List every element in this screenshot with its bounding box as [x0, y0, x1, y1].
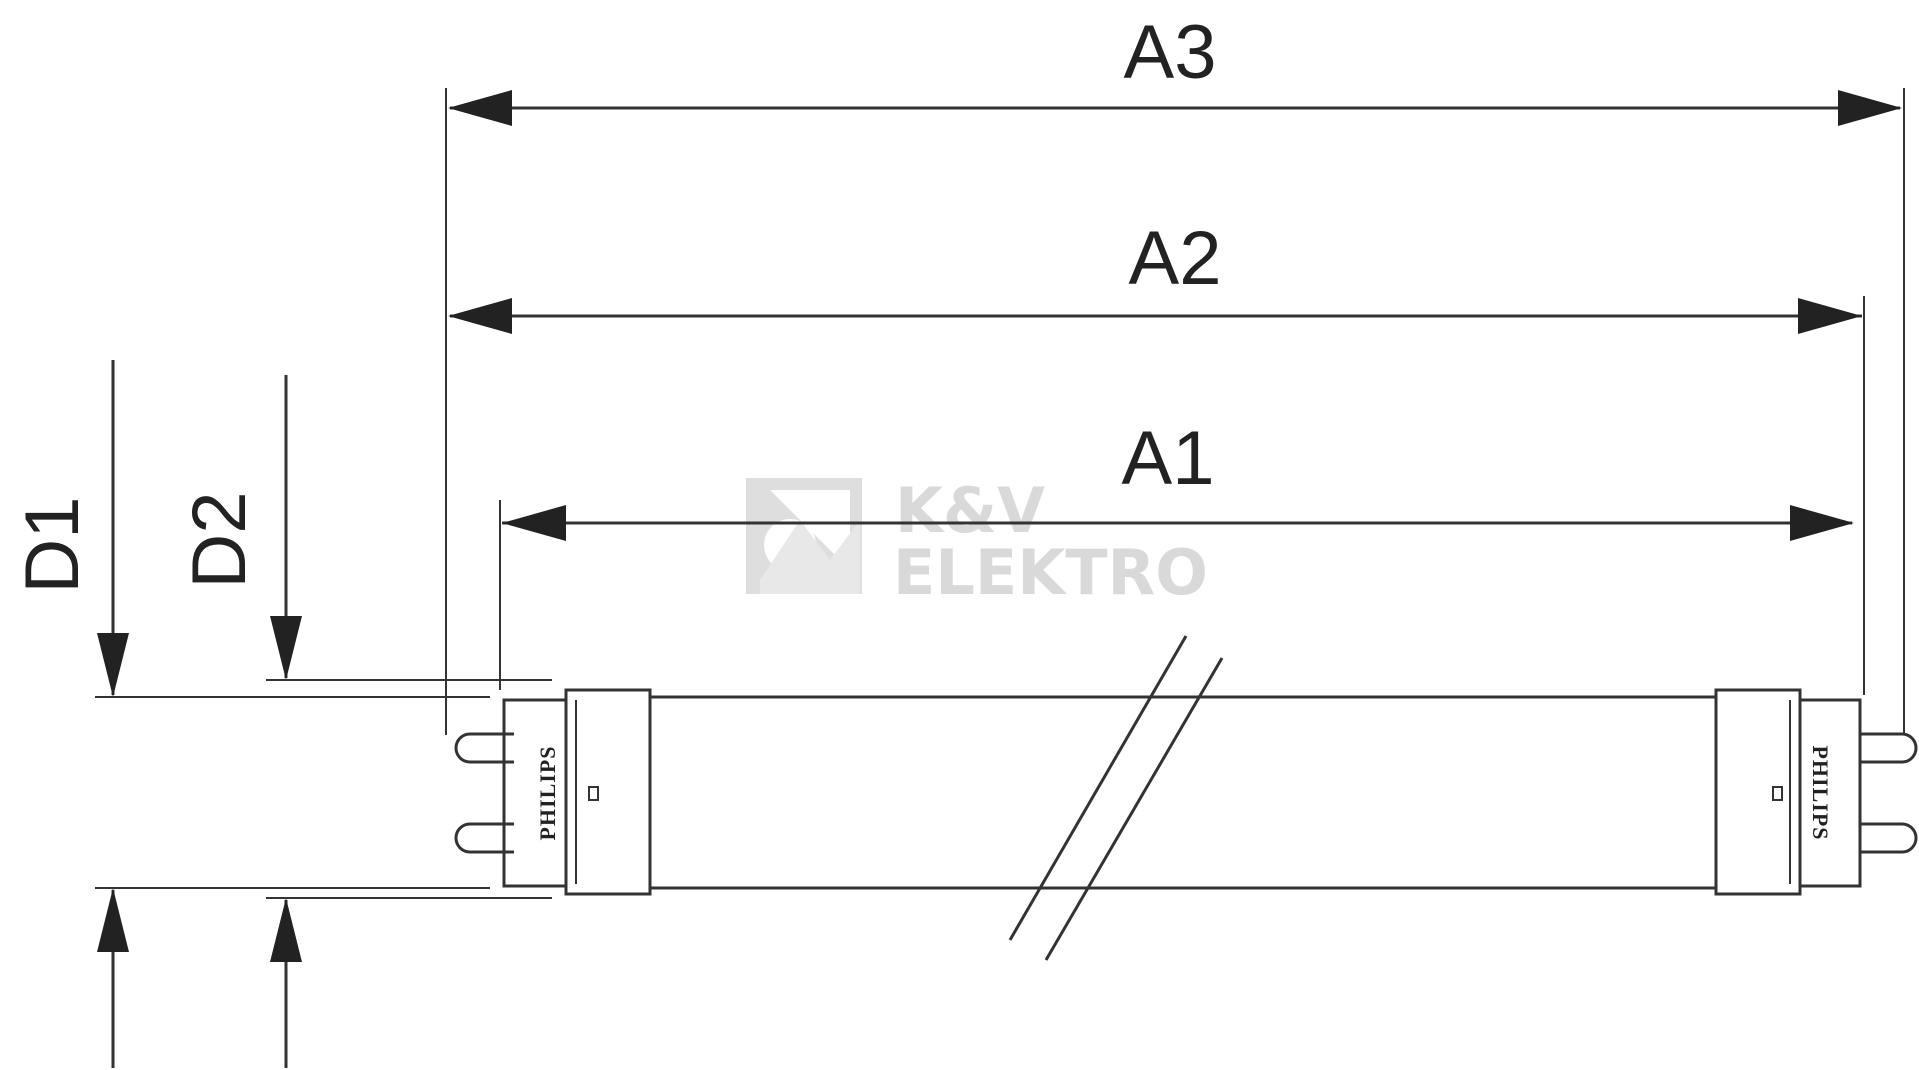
a3-arrow-left — [448, 90, 512, 126]
right-cap-brand: PHILIPS — [1808, 745, 1833, 840]
a2-arrow-left — [448, 298, 512, 334]
a2-arrow-right — [1798, 298, 1862, 334]
dimension-a2: A2 — [448, 216, 1865, 695]
a3-arrow-right — [1838, 90, 1902, 126]
right-end-cap: PHILIPS — [1714, 688, 1918, 896]
a1-arrow-left — [502, 505, 566, 541]
right-cap-base — [1798, 698, 1862, 888]
right-cap-marker — [1772, 786, 1783, 801]
d1-label: D1 — [10, 496, 95, 593]
a1-label: A1 — [1122, 416, 1215, 501]
watermark-line2: ELEKTRO — [893, 536, 1208, 609]
a3-label: A3 — [1124, 10, 1217, 95]
dimension-a3: A3 — [445, 10, 1905, 735]
dimension-a1: A1 — [499, 416, 1854, 690]
right-pin-bottom — [1860, 822, 1918, 854]
left-cap-collar — [564, 688, 652, 896]
a1-arrow-right — [1790, 505, 1854, 541]
watermark-logo-icon — [746, 478, 862, 594]
watermark: K&V ELEKTRO — [746, 474, 1208, 609]
left-cap-marker — [588, 786, 599, 801]
left-end-cap: PHILIPS — [454, 688, 652, 896]
d2-label: D2 — [177, 491, 262, 588]
break-mark-right — [1044, 657, 1224, 961]
d1-arrow-top — [97, 633, 129, 697]
left-pin-bottom — [454, 822, 514, 854]
a2-label: A2 — [1129, 216, 1222, 301]
right-cap-collar — [1714, 688, 1802, 896]
left-cap-brand: PHILIPS — [535, 745, 560, 840]
watermark-line1: K&V — [895, 474, 1045, 547]
d2-arrow-bottom — [270, 898, 302, 962]
d2-arrow-top — [270, 616, 302, 680]
break-mark-left — [1008, 635, 1188, 941]
right-pin-top — [1860, 732, 1918, 764]
lamp-tube — [650, 635, 1715, 961]
dimension-d1: D1 — [10, 360, 490, 1068]
d1-arrow-bottom — [97, 888, 129, 952]
left-pin-top — [454, 732, 514, 764]
dimension-d2: D2 — [177, 375, 552, 1068]
